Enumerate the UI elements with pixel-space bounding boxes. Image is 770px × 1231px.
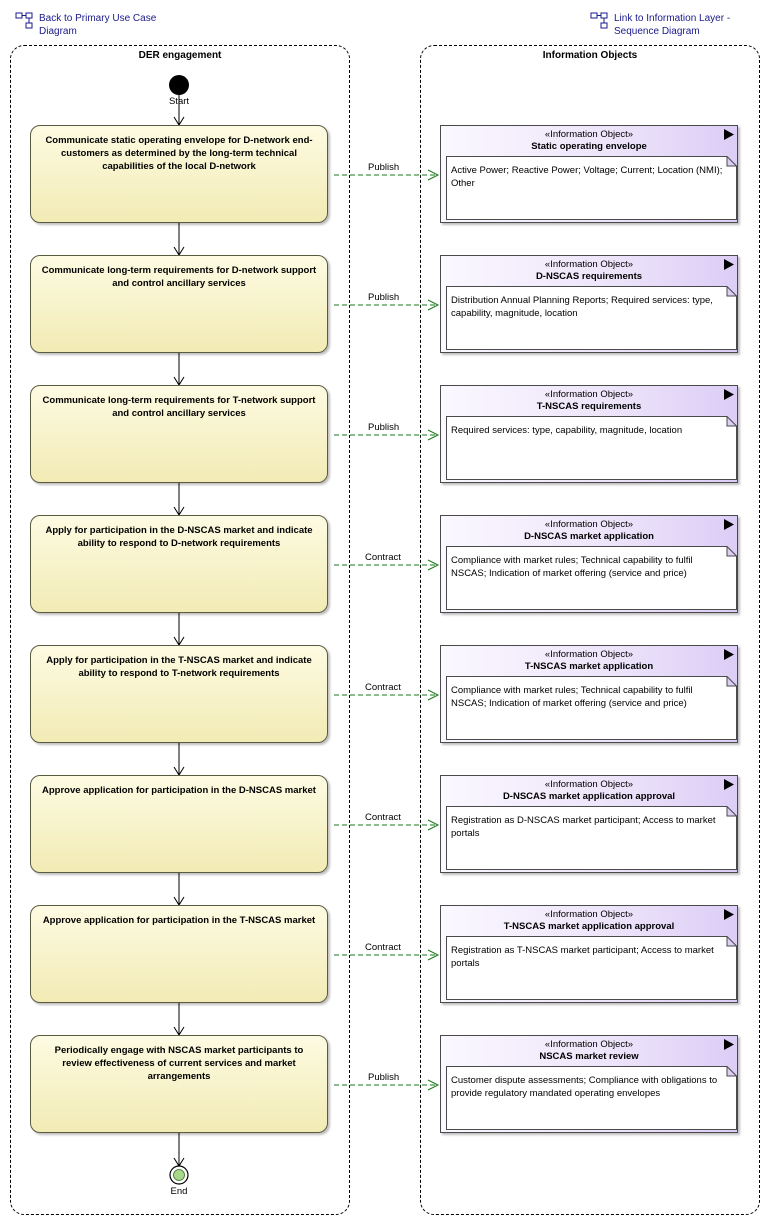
flow-label: Publish xyxy=(368,162,400,173)
note-shape xyxy=(446,1066,737,1130)
info-object-t-nscas-requirements[interactable]: «Information Object» T-NSCAS requirement… xyxy=(440,385,738,483)
end-node-core xyxy=(173,1169,185,1181)
info-object-name: D-NSCAS market application xyxy=(524,531,654,542)
der-engagement-lane: DER engagement xyxy=(10,45,350,1215)
back-link-label: Back to Primary Use Case Diagram xyxy=(39,13,157,37)
info-object-name: T-NSCAS requirements xyxy=(536,401,642,412)
note-shape xyxy=(446,286,737,350)
object-flow-icon xyxy=(724,1039,734,1050)
forward-link-label: Link to Information Layer - Sequence Dia… xyxy=(614,13,731,37)
stereotype-label: «Information Object» xyxy=(544,259,634,270)
flow-label: Contract xyxy=(365,552,401,563)
info-object-note: Active Power; Reactive Power; Voltage; C… xyxy=(446,156,737,220)
info-object-name: NSCAS market review xyxy=(539,1051,639,1062)
info-object-note: Distribution Annual Planning Reports; Re… xyxy=(446,286,737,350)
end-label: End xyxy=(170,1186,188,1197)
info-object-d-nscas-requirements[interactable]: «Information Object» D-NSCAS requirement… xyxy=(440,255,738,353)
info-object-t-nscas-application-approval[interactable]: «Information Object» T-NSCAS market appl… xyxy=(440,905,738,1003)
info-object-note: Registration as T-NSCAS market participa… xyxy=(446,936,737,1000)
object-flow-icon xyxy=(724,389,734,400)
note-shape xyxy=(446,156,737,220)
stereotype-label: «Information Object» xyxy=(544,129,634,140)
stereotype-label: «Information Object» xyxy=(544,649,634,660)
info-object-note: Required services: type, capability, mag… xyxy=(446,416,737,480)
info-object-nscas-market-review[interactable]: «Information Object» NSCAS market review… xyxy=(440,1035,738,1133)
flow-label: Publish xyxy=(368,1072,400,1083)
info-object-attributes: Registration as T-NSCAS market participa… xyxy=(451,945,714,969)
information-layer-link[interactable]: Link to Information Layer - Sequence Dia… xyxy=(590,12,754,38)
info-object-name: D-NSCAS market application approval xyxy=(502,791,676,802)
object-flow-icon xyxy=(724,649,734,660)
action-communicate-operating-envelope[interactable]: Communicate static operating envelope fo… xyxy=(30,125,328,223)
info-object-name: T-NSCAS market application xyxy=(524,661,654,672)
flow-label: Publish xyxy=(368,292,400,303)
stereotype-label: «Information Object» xyxy=(544,389,634,400)
action-apply-d-nscas-market[interactable]: Apply for participation in the D-NSCAS m… xyxy=(30,515,328,613)
info-object-note: Registration as D-NSCAS market participa… xyxy=(446,806,737,870)
info-object-attributes: Compliance with market rules; Technical … xyxy=(451,555,693,579)
note-shape xyxy=(446,416,737,480)
info-object-name: T-NSCAS market application approval xyxy=(503,921,675,932)
action-apply-t-nscas-market[interactable]: Apply for participation in the T-NSCAS m… xyxy=(30,645,328,743)
stereotype-label: «Information Object» xyxy=(544,909,634,920)
info-object-attributes: Compliance with market rules; Technical … xyxy=(451,685,693,709)
information-objects-lane: Information Objects xyxy=(420,45,760,1215)
stereotype-label: «Information Object» xyxy=(544,519,634,530)
lane-title: Information Objects xyxy=(542,50,638,61)
object-flow-arrowhead xyxy=(427,429,440,441)
action-approve-d-nscas-application[interactable]: Approve application for participation in… xyxy=(30,775,328,873)
object-flow-icon xyxy=(724,259,734,270)
object-flow-arrowhead xyxy=(427,1079,440,1091)
object-flow-icon xyxy=(724,519,734,530)
flow-label: Contract xyxy=(365,812,401,823)
lane-title: DER engagement xyxy=(138,50,222,61)
info-object-static-operating-envelope[interactable]: «Information Object» Static operating en… xyxy=(440,125,738,223)
object-flow-arrowhead xyxy=(427,819,440,831)
note-shape xyxy=(446,936,737,1000)
object-flow-icon xyxy=(724,909,734,920)
action-communicate-d-network-requirements[interactable]: Communicate long-term requirements for D… xyxy=(30,255,328,353)
back-to-use-case-link[interactable]: Back to Primary Use Case Diagram xyxy=(15,12,169,38)
action-periodic-market-review[interactable]: Periodically engage with NSCAS market pa… xyxy=(30,1035,328,1133)
info-object-attributes: Required services: type, capability, mag… xyxy=(451,425,683,436)
object-flow-arrowhead xyxy=(427,689,440,701)
info-object-attributes: Registration as D-NSCAS market participa… xyxy=(451,815,716,839)
start-node xyxy=(169,75,189,95)
info-object-name: D-NSCAS requirements xyxy=(535,271,643,282)
info-object-attributes: Active Power; Reactive Power; Voltage; C… xyxy=(451,165,723,189)
info-object-d-nscas-application-approval[interactable]: «Information Object» D-NSCAS market appl… xyxy=(440,775,738,873)
flow-label: Contract xyxy=(365,942,401,953)
info-object-t-nscas-market-application[interactable]: «Information Object» T-NSCAS market appl… xyxy=(440,645,738,743)
info-object-name: Static operating envelope xyxy=(531,141,647,152)
object-flow-icon xyxy=(724,129,734,140)
object-flow-arrowhead xyxy=(427,299,440,311)
note-shape xyxy=(446,546,737,610)
stereotype-label: «Information Object» xyxy=(544,1039,634,1050)
diagram-link-icon xyxy=(15,12,33,29)
stereotype-label: «Information Object» xyxy=(544,779,634,790)
info-object-note: Compliance with market rules; Technical … xyxy=(446,546,737,610)
object-flow-arrowhead xyxy=(427,169,440,181)
action-communicate-t-network-requirements[interactable]: Communicate long-term requirements for T… xyxy=(30,385,328,483)
note-shape xyxy=(446,806,737,870)
object-flow-arrowhead xyxy=(427,559,440,571)
info-object-d-nscas-market-application[interactable]: «Information Object» D-NSCAS market appl… xyxy=(440,515,738,613)
info-object-attributes: Customer dispute assessments; Compliance… xyxy=(451,1075,718,1099)
flow-label: Publish xyxy=(368,422,400,433)
note-shape xyxy=(446,676,737,740)
action-approve-t-nscas-application[interactable]: Approve application for participation in… xyxy=(30,905,328,1003)
info-object-note: Compliance with market rules; Technical … xyxy=(446,676,737,740)
info-object-attributes: Distribution Annual Planning Reports; Re… xyxy=(451,295,713,319)
object-flow-arrowhead xyxy=(427,949,440,961)
info-object-note: Customer dispute assessments; Compliance… xyxy=(446,1066,737,1130)
object-flow-icon xyxy=(724,779,734,790)
diagram-link-icon xyxy=(590,12,608,29)
start-label: Start xyxy=(168,96,190,107)
flow-label: Contract xyxy=(365,682,401,693)
